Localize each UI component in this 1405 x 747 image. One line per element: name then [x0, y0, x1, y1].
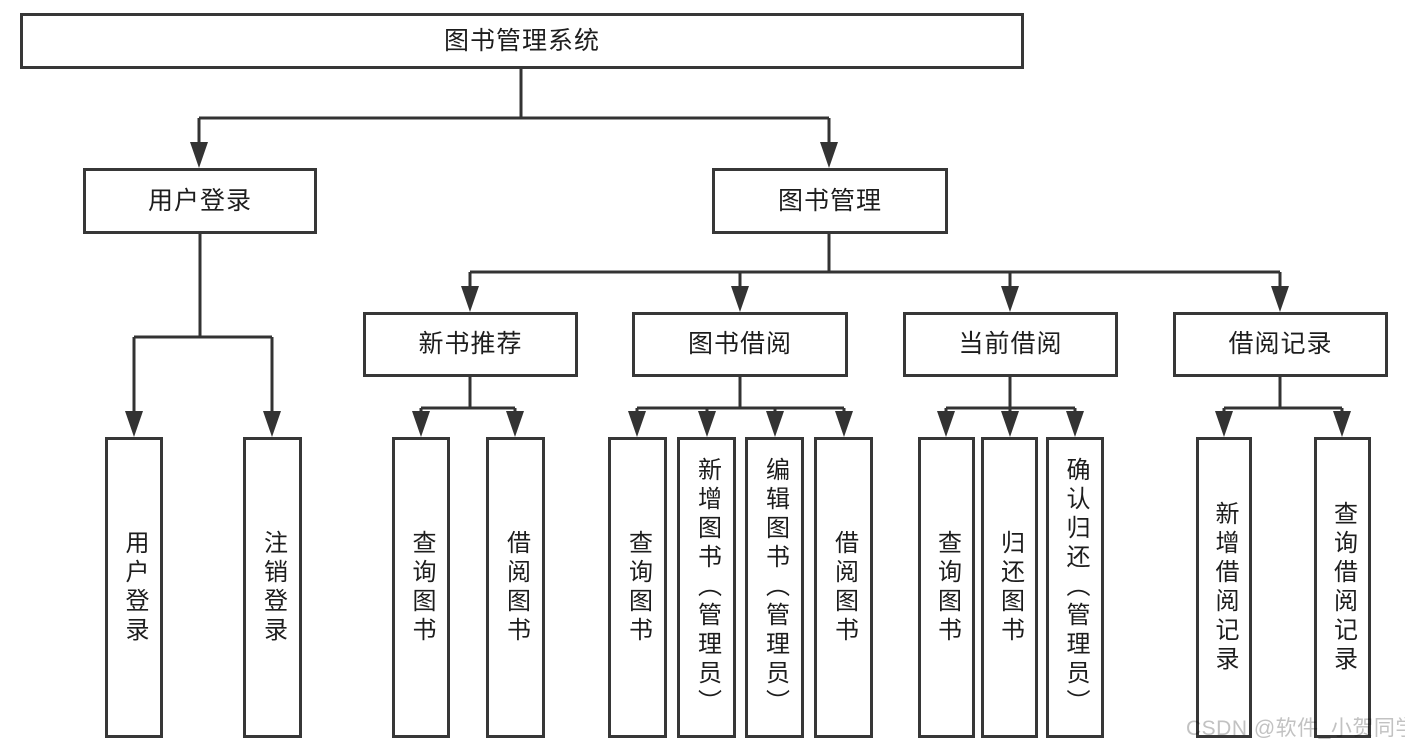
node-user-login: 用户登录 — [83, 168, 317, 234]
leaf-borrow-edit-books-admin: 编辑图书（管理员） — [745, 437, 804, 738]
leaf-records-add-borrow-record: 新增借阅记录 — [1196, 437, 1252, 738]
leaf-borrow-borrow-books: 借阅图书 — [814, 437, 873, 738]
node-new-book-recommend: 新书推荐 — [363, 312, 578, 377]
node-current-borrow: 当前借阅 — [903, 312, 1118, 377]
leaf-recommend-query-books: 查询图书 — [392, 437, 450, 738]
leaf-current-confirm-return-admin: 确认归还（管理员） — [1046, 437, 1104, 738]
leaf-login-user-login: 用户登录 — [105, 437, 163, 738]
leaf-current-return-books: 归还图书 — [981, 437, 1038, 738]
leaf-borrow-add-books-admin: 新增图书（管理员） — [677, 437, 736, 738]
leaf-records-query-borrow-record: 查询借阅记录 — [1314, 437, 1371, 738]
node-root: 图书管理系统 — [20, 13, 1024, 69]
node-book-management: 图书管理 — [712, 168, 948, 234]
leaf-login-logout: 注销登录 — [243, 437, 302, 738]
node-book-borrow: 图书借阅 — [632, 312, 848, 377]
leaf-borrow-query-books: 查询图书 — [608, 437, 667, 738]
leaf-current-query-books: 查询图书 — [918, 437, 975, 738]
node-borrow-records: 借阅记录 — [1173, 312, 1388, 377]
csdn-watermark: CSDN @软件_小贺同学 — [1186, 717, 1405, 740]
leaf-recommend-borrow-books: 借阅图书 — [486, 437, 545, 738]
